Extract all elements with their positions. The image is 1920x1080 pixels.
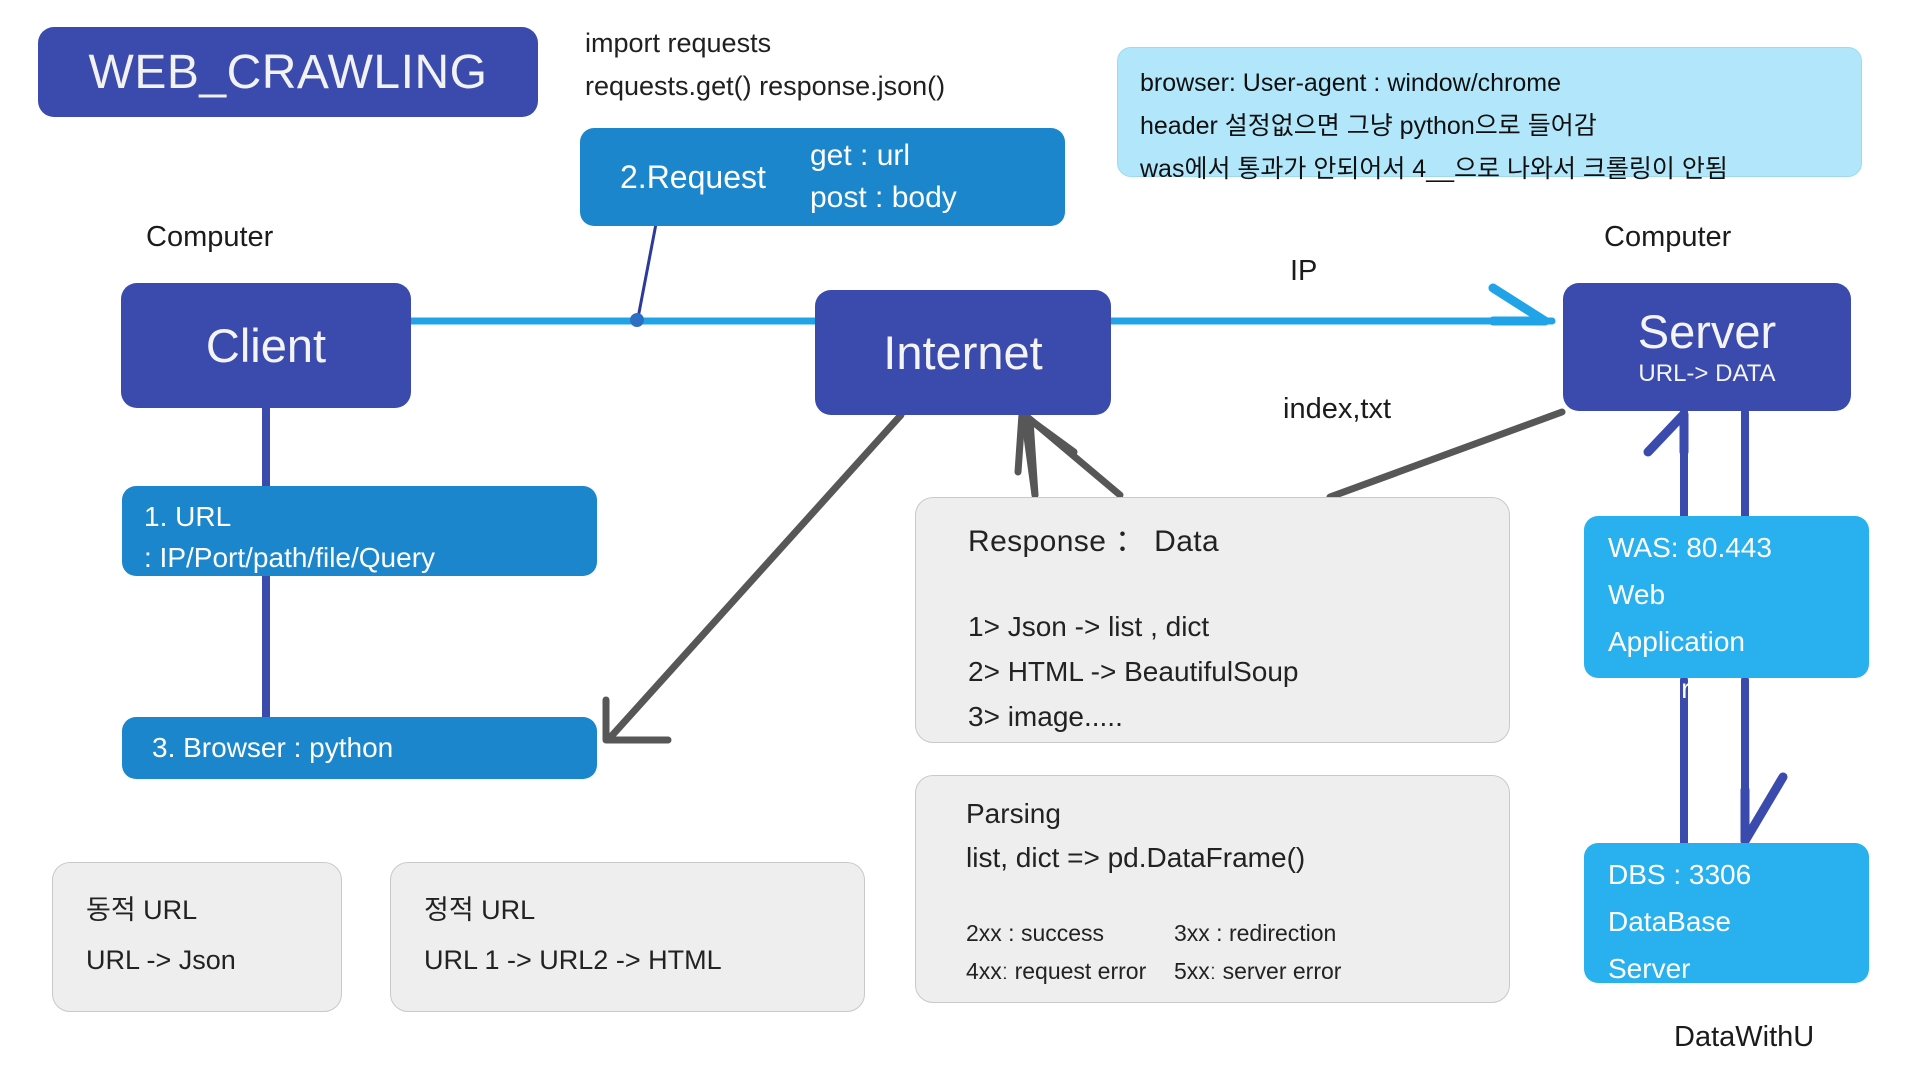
status-code-row: 4xxː request error 5xxː server error (966, 952, 1509, 990)
server-was-arrow-up (1643, 409, 1689, 457)
code-snippet-line-1: import requests (585, 28, 772, 58)
dbs-box: DBS : 3306 DataBase Server (1584, 843, 1869, 984)
parsing-box-subheading: list, dict => pd.DataFrame() (966, 842, 1306, 873)
node-server-title: Server (1637, 305, 1777, 358)
gray-link-response-internet-2 (1020, 411, 1039, 499)
gray-arrow-internet (1014, 410, 1078, 476)
node-client[interactable]: Client (121, 283, 411, 408)
footer-watermark: DataWithU (1674, 1021, 1815, 1053)
dynamic-url-line-2: URL -> Json (86, 945, 236, 975)
cyan-arrow-head (1488, 283, 1550, 326)
response-box: Response ： Data 1> Json -> list , dict 2… (915, 497, 1510, 743)
response-item-1: 1> Json -> list , dict (968, 611, 1210, 642)
static-url-line-1: 정적 URL (424, 895, 536, 925)
url-box: 1. URL : IP/Port/path/file/Query (122, 486, 597, 576)
response-box-items: 1> Json -> list , dict 2> HTML -> Beauti… (968, 604, 1509, 739)
note-line-3: was에서 통과가 안되어서 4__으로 나와서 크롤링이 안됨 (1140, 155, 1728, 183)
page-title-label: WEB_CRAWLING (88, 45, 488, 99)
note-line-1: browser: User-agent : window/chrome (1140, 69, 1561, 97)
dynamic-url-box: 동적 URL URL -> Json (52, 862, 342, 1012)
code-snippet: import requests requests.get() response.… (585, 22, 1085, 108)
status-code-4xx: 4xxː request error (966, 958, 1147, 984)
note-line-2: header 설정없으면 그냥 python으로 들어감 (1140, 112, 1597, 140)
url-box-line-1: 1. URL (144, 501, 232, 532)
dynamic-url-line-1: 동적 URL (86, 895, 198, 925)
response-item-3: 3> image..... (968, 701, 1123, 732)
status-code-list: 2xx : success 3xx : redirection 4xxː req… (966, 914, 1509, 990)
caption-client-computer: Computer (146, 221, 274, 253)
code-snippet-line-2: requests.get() response.json() (585, 71, 946, 101)
was-box-line-1: WAS: 80.443 (1608, 532, 1772, 563)
browser-box-label: 3. Browser : python (152, 732, 394, 763)
node-server-subtitle: URL-> DATA (1638, 360, 1776, 387)
was-box-line-2: Web (1608, 579, 1666, 610)
page-title: WEB_CRAWLING (38, 27, 538, 117)
note-box: browser: User-agent : window/chrome head… (1117, 47, 1862, 183)
status-code-3xx: 3xx : redirection (1174, 920, 1337, 946)
caption-ip: IP (1290, 255, 1318, 287)
url-box-line-2: : IP/Port/path/file/Query (144, 542, 436, 573)
node-server[interactable]: Server URL-> DATA (1563, 283, 1851, 411)
static-url-box: 정적 URL URL 1 -> URL2 -> HTML (390, 862, 865, 1012)
node-internet[interactable]: Internet (815, 290, 1111, 415)
was-box-line-4: Server (1608, 673, 1691, 704)
caption-server-computer: Computer (1604, 221, 1732, 253)
dbs-box-line-2: DataBase (1608, 906, 1731, 937)
was-box-line-3: Application (1608, 626, 1745, 657)
browser-box: 3. Browser : python (122, 717, 597, 779)
parsing-box-heading: Parsing (966, 798, 1061, 829)
was-box: WAS: 80.443 Web Application Server (1584, 516, 1869, 704)
request-method-post: post : body (810, 181, 957, 214)
status-code-row: 2xx : success 3xx : redirection (966, 914, 1509, 952)
was-dbs-arrow-down (1740, 772, 1788, 846)
status-code-2xx: 2xx : success (966, 920, 1105, 946)
response-box-heading: Response ： Data (968, 525, 1220, 558)
node-internet-title: Internet (883, 326, 1043, 379)
dbs-box-line-1: DBS : 3306 (1608, 859, 1752, 890)
caption-index-txt: index,txt (1283, 393, 1391, 425)
dbs-box-line-3: Server (1608, 953, 1691, 984)
gray-seg-response-top (1021, 411, 1124, 499)
request-box-label: 2.Request (620, 158, 766, 195)
gray-link-internet-browser (604, 411, 905, 744)
static-url-line-2: URL 1 -> URL2 -> HTML (424, 945, 722, 975)
status-code-5xx: 5xxː server error (1174, 958, 1342, 984)
request-method-get: get : url (810, 139, 911, 172)
parsing-box: Parsing list, dict => pd.DataFrame() 2xx… (915, 775, 1510, 1003)
request-box-methods: get : url post : body (810, 135, 957, 219)
node-client-title: Client (205, 319, 327, 372)
request-pointer-dot (630, 313, 644, 327)
request-box: 2.Request get : url post : body (580, 128, 1065, 226)
gray-link-response-internet (1026, 416, 1039, 499)
response-item-2: 2> HTML -> BeautifulSoup (968, 656, 1299, 687)
gray-arrow-browser (602, 696, 672, 744)
